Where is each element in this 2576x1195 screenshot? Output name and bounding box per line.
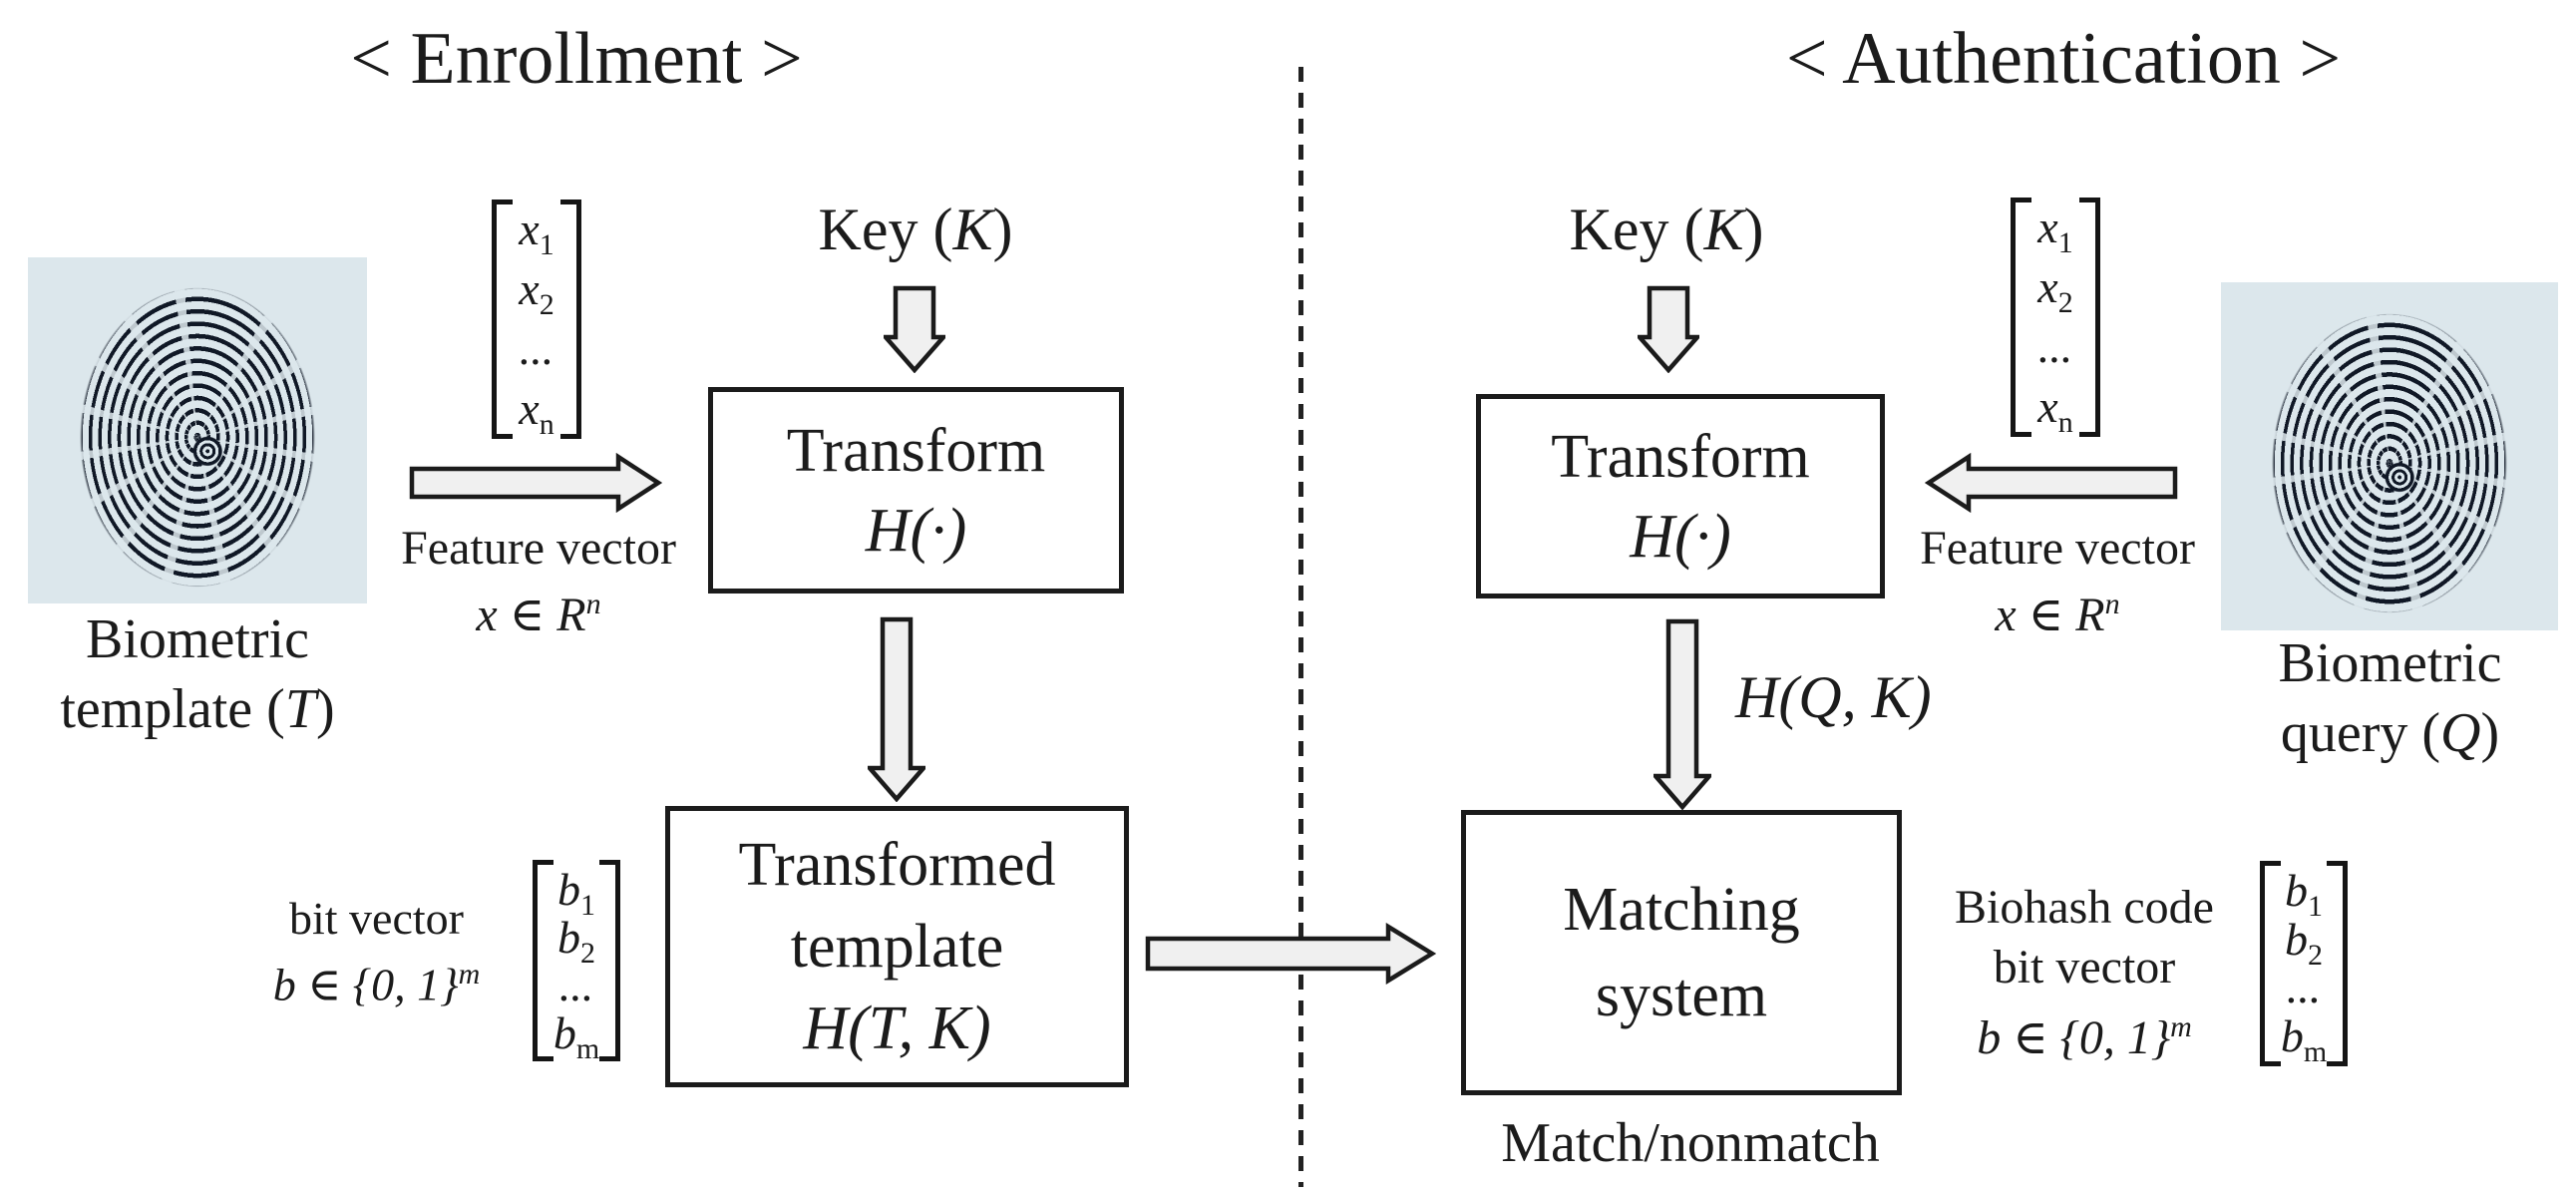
key-label-post: )	[1743, 197, 1764, 262]
feature-vector-formula: x ∈ Rn	[1995, 588, 2120, 641]
transform-box-line2: H(·)	[1630, 502, 1731, 571]
vector-bracket-left	[2260, 861, 2281, 1066]
vector-entry: ...	[558, 960, 594, 1010]
enrollment-title: < Enrollment >	[350, 18, 803, 100]
matching-system-line1: Matching	[1563, 876, 1800, 944]
feature-vector-label-left: Feature vector x ∈ Rn	[389, 521, 688, 643]
section-divider-dashed-line	[1298, 67, 1303, 1187]
biometric-template-line2-post: )	[315, 678, 335, 740]
biohash-label-line1: Biohash code	[1955, 881, 2214, 934]
transform-box-line2: H(·)	[865, 496, 967, 565]
biometric-query-label: Biometric query (Q)	[2204, 628, 2576, 768]
fingerprint-template-image	[28, 257, 367, 603]
feature-vector-arrow-right	[1925, 453, 2178, 513]
bit-vector-text: bit vector	[289, 893, 464, 944]
vector-entries: b1 b2 ... bm	[543, 864, 610, 1065]
transformed-template-box: Transformed template H(T, K)	[665, 806, 1129, 1087]
biometric-template-line2-symbol: T	[284, 678, 316, 740]
transformed-template-line1: Transformed	[738, 831, 1056, 899]
biohash-label-line2: bit vector	[1993, 941, 2176, 994]
vector-bracket-left	[492, 199, 513, 439]
vector-entry: ...	[2286, 962, 2322, 1013]
feature-vector-text: Feature vector	[1920, 522, 2195, 575]
key-arrow-left	[884, 285, 945, 373]
transform-box-left: Transform H(·)	[708, 387, 1124, 594]
feature-vector-column-right: x1 x2 ... xn	[2011, 198, 2100, 439]
biometric-template-label: Biometric template (T)	[8, 604, 387, 744]
bit-vector-column-left: b1 b2 ... bm	[533, 860, 620, 1065]
key-label-left: Key (K)	[766, 198, 1065, 261]
vector-entry: ...	[2037, 321, 2073, 372]
key-label-pre: Key (	[1569, 197, 1704, 262]
key-label-pre: Key (	[818, 197, 953, 262]
biometric-query-line2-symbol: Q	[2440, 702, 2481, 764]
transform-to-template-arrow	[868, 616, 925, 802]
vector-entry: b1	[557, 864, 595, 922]
vector-bracket-right	[2079, 198, 2100, 437]
biometric-template-label-line1: Biometric	[86, 608, 309, 670]
matching-system-box: Matching system	[1461, 810, 1902, 1095]
key-label-symbol: K	[1703, 197, 1744, 262]
vector-entry: x2	[519, 263, 554, 321]
biohash-formula: b ∈ {0, 1}m	[1977, 1010, 2192, 1064]
vector-entries: x1 x2 ... xn	[2021, 201, 2090, 439]
match-result-label: Match/nonmatch	[1501, 1112, 1880, 1174]
vector-entry: xn	[2037, 381, 2073, 439]
bit-vector-formula: b ∈ {0, 1}m	[272, 958, 481, 1010]
feature-vector-label-right: Feature vector x ∈ Rn	[1908, 521, 2207, 643]
authentication-title: < Authentication >	[1785, 18, 2342, 100]
biometric-query-label-line1: Biometric	[2278, 632, 2502, 694]
feature-vector-arrow-left	[409, 453, 662, 513]
biometric-query-line2-pre: query (	[2280, 702, 2441, 764]
vector-entry: x1	[2037, 201, 2073, 259]
bit-vector-label-left: bit vector b ∈ {0, 1}m	[244, 891, 509, 1012]
vector-entry: xn	[519, 383, 554, 441]
vector-bracket-right	[560, 199, 581, 439]
biometric-query-label-line2: query (Q)	[2204, 698, 2576, 768]
biometric-template-label-line2: template (T)	[8, 674, 387, 744]
key-label-right: Key (K)	[1517, 198, 1816, 261]
transformed-template-line3: H(T, K)	[803, 995, 991, 1062]
vector-entry: b2	[557, 912, 595, 970]
vector-bracket-left	[2011, 198, 2031, 437]
transform-to-matching-arrow	[1654, 618, 1711, 810]
vector-entry: bm	[552, 1007, 600, 1065]
key-label-post: )	[992, 197, 1013, 262]
key-label-symbol: K	[952, 197, 993, 262]
fingerprint-query-image	[2221, 282, 2558, 630]
biometric-query-line2-post: )	[2480, 702, 2500, 764]
vector-bracket-right	[2327, 861, 2348, 1066]
hqk-label: H(Q, K)	[1735, 664, 1932, 730]
vector-entry: bm	[2280, 1009, 2328, 1068]
matching-system-line2: system	[1595, 962, 1768, 1029]
transform-box-right: Transform H(·)	[1476, 394, 1885, 598]
vector-entries: x1 x2 ... xn	[502, 203, 571, 441]
vector-entry: ...	[519, 323, 554, 374]
vector-bracket-left	[533, 860, 553, 1061]
vector-entry: x2	[2037, 261, 2073, 319]
vector-bracket-right	[599, 860, 620, 1061]
vector-entry: x1	[519, 203, 554, 261]
feature-vector-formula: x ∈ Rn	[476, 588, 601, 641]
template-to-matching-arrow	[1145, 923, 1436, 985]
transform-box-line1: Transform	[1551, 422, 1810, 491]
vector-entry: b1	[2285, 865, 2323, 923]
transformed-template-line2: template	[790, 913, 1004, 981]
biohash-label: Biohash code bit vector b ∈ {0, 1}m	[1943, 878, 2226, 1068]
vector-entry: b2	[2285, 913, 2323, 972]
feature-vector-column-left: x1 x2 ... xn	[492, 199, 581, 441]
bit-vector-column-right: b1 b2 ... bm	[2260, 861, 2348, 1066]
biometric-template-line2-pre: template (	[60, 678, 285, 740]
transform-box-line1: Transform	[786, 416, 1046, 485]
feature-vector-text: Feature vector	[401, 522, 676, 575]
vector-entries: b1 b2 ... bm	[2270, 865, 2338, 1068]
key-arrow-right	[1638, 285, 1699, 373]
